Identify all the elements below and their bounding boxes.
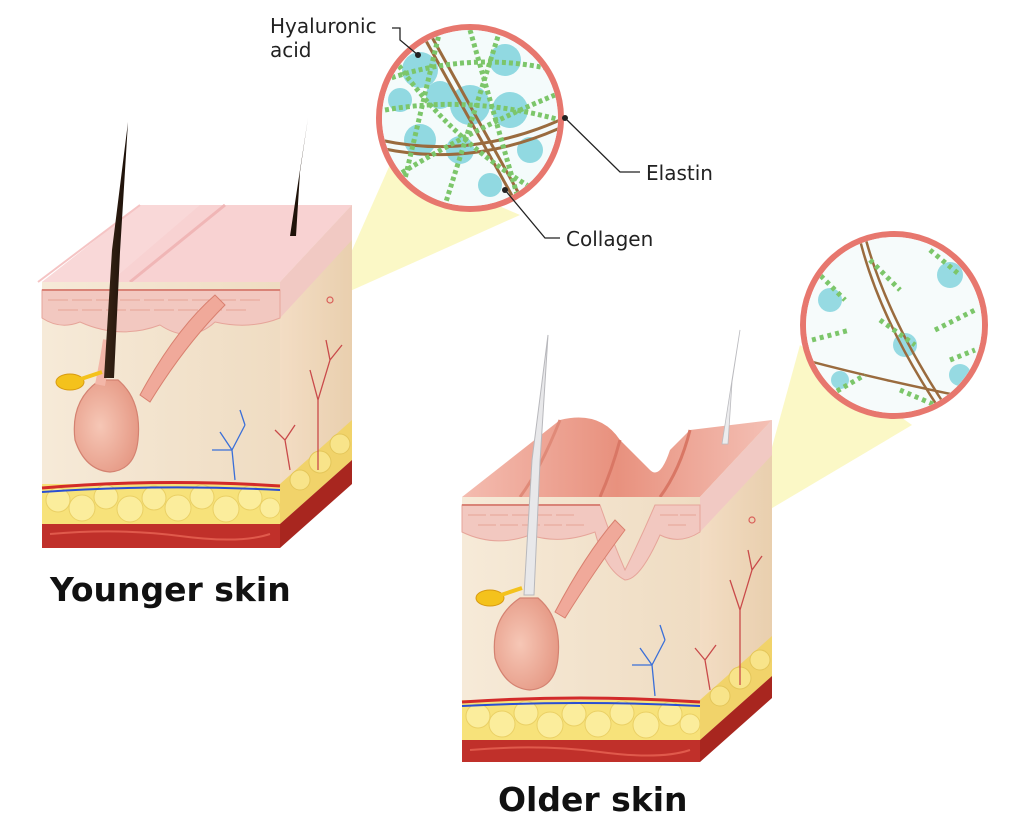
elastin-fibers-younger bbox=[384, 30, 558, 206]
hyaluronic-acid-label-line2: acid bbox=[270, 38, 312, 62]
magnifier-older bbox=[800, 231, 988, 419]
muscle-layer-older bbox=[462, 740, 700, 762]
younger-skin-block bbox=[37, 118, 520, 548]
older-skin-block bbox=[461, 329, 912, 762]
younger-skin-title: Younger skin bbox=[50, 570, 291, 609]
magnifier-younger bbox=[376, 24, 640, 239]
hair-shaft-younger-2 bbox=[290, 118, 308, 236]
capillaries-older bbox=[694, 549, 763, 691]
hair-shaft-older-2 bbox=[721, 329, 741, 445]
hyaluronic-callout-line bbox=[392, 27, 419, 56]
elastin-callout-line bbox=[564, 117, 640, 173]
hair-shaft-older bbox=[523, 334, 549, 596]
hair-follicle bbox=[73, 379, 140, 473]
blood-vessels bbox=[41, 480, 281, 490]
collagen-label: Collagen bbox=[566, 227, 654, 251]
elastin-label: Elastin bbox=[646, 161, 713, 185]
collagen-callout-line bbox=[504, 189, 560, 239]
arrector-muscle-older bbox=[554, 519, 626, 619]
arrector-muscle bbox=[139, 294, 226, 403]
zoom-cone-older bbox=[752, 345, 912, 520]
hair-shaft-younger bbox=[104, 122, 128, 378]
muscle-layer bbox=[42, 524, 280, 548]
sebaceous-gland-older bbox=[475, 589, 505, 607]
elastin-fibers-older bbox=[811, 248, 977, 408]
older-skin-title: Older skin bbox=[498, 780, 688, 819]
sebaceous-gland bbox=[55, 373, 85, 391]
hyaluronic-acid-label-line1: Hyaluronic bbox=[270, 14, 377, 38]
blood-vessels-older bbox=[461, 696, 701, 704]
capillaries bbox=[274, 339, 343, 471]
hair-follicle-older bbox=[493, 597, 560, 691]
